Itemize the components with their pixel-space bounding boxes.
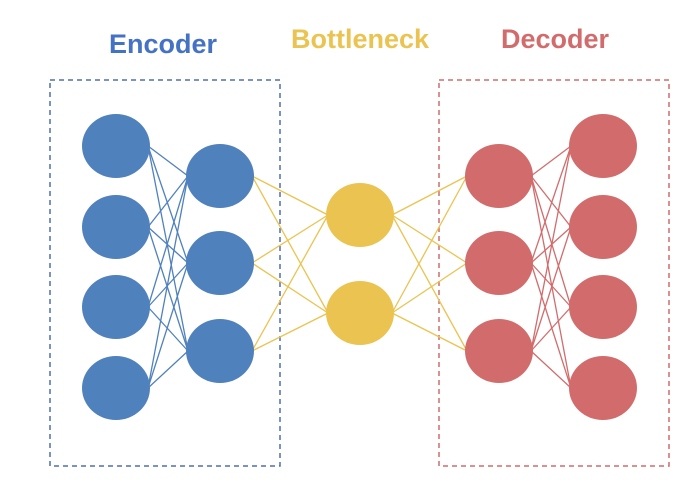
decoder-node-4-1 bbox=[569, 195, 637, 259]
connection-0-3-1 bbox=[147, 262, 189, 389]
encoder-title: Encoder bbox=[109, 29, 218, 59]
encoder-node-1-0 bbox=[186, 144, 254, 208]
connection-1-2-1 bbox=[251, 312, 329, 352]
encoder-node-1-1 bbox=[186, 231, 254, 295]
connections bbox=[147, 145, 572, 389]
decoder-box bbox=[438, 79, 670, 467]
decoder-node-4-2 bbox=[569, 275, 637, 339]
connection-1-1-0 bbox=[251, 214, 329, 264]
connection-2-0-0 bbox=[391, 175, 468, 216]
decoder-node-3-1 bbox=[465, 231, 533, 295]
decoder-title: Decoder bbox=[501, 24, 610, 54]
connection-0-3-0 bbox=[147, 175, 189, 389]
connection-0-1-2 bbox=[147, 226, 189, 352]
connection-0-2-0 bbox=[147, 175, 189, 308]
connection-3-0-0 bbox=[530, 145, 572, 177]
connection-2-0-1 bbox=[391, 214, 468, 264]
connection-0-1-0 bbox=[147, 175, 189, 228]
connection-3-0-2 bbox=[530, 175, 572, 308]
encoder-node-0-2 bbox=[82, 275, 150, 339]
encoder-node-0-1 bbox=[82, 195, 150, 259]
neurons bbox=[82, 114, 637, 420]
connection-1-0-1 bbox=[251, 175, 329, 314]
connection-3-0-1 bbox=[530, 175, 572, 228]
connection-3-2-2 bbox=[530, 306, 572, 352]
connection-2-1-0 bbox=[391, 175, 468, 314]
connection-3-2-1 bbox=[530, 226, 572, 352]
decoder-node-4-0 bbox=[569, 114, 637, 178]
connection-2-1-2 bbox=[391, 312, 468, 352]
connection-1-1-1 bbox=[251, 262, 329, 314]
connection-3-1-2 bbox=[530, 262, 572, 308]
connection-3-1-0 bbox=[530, 145, 572, 264]
connection-2-0-2 bbox=[391, 214, 468, 352]
bottleneck-title: Bottleneck bbox=[291, 24, 430, 54]
connection-3-0-3 bbox=[530, 175, 572, 389]
decoder-node-3-0 bbox=[465, 144, 533, 208]
connection-3-1-3 bbox=[530, 262, 572, 389]
connection-0-0-0 bbox=[147, 145, 189, 177]
connection-0-1-1 bbox=[147, 226, 189, 264]
encoder-box bbox=[49, 79, 281, 467]
connection-3-1-1 bbox=[530, 226, 572, 264]
connection-0-0-1 bbox=[147, 145, 189, 264]
connection-0-2-2 bbox=[147, 306, 189, 352]
bottleneck-node-2-0 bbox=[326, 183, 394, 247]
encoder-node-1-2 bbox=[186, 319, 254, 383]
encoder-node-0-0 bbox=[82, 114, 150, 178]
connection-0-3-2 bbox=[147, 350, 189, 389]
connection-3-2-0 bbox=[530, 145, 572, 352]
decoder-node-3-2 bbox=[465, 319, 533, 383]
encoder-node-0-3 bbox=[82, 356, 150, 420]
connection-1-0-0 bbox=[251, 175, 329, 216]
bottleneck-node-2-1 bbox=[326, 281, 394, 345]
connection-1-2-0 bbox=[251, 214, 329, 352]
connection-3-2-3 bbox=[530, 350, 572, 389]
connection-2-1-1 bbox=[391, 262, 468, 314]
decoder-node-4-3 bbox=[569, 356, 637, 420]
connection-0-0-2 bbox=[147, 145, 189, 352]
